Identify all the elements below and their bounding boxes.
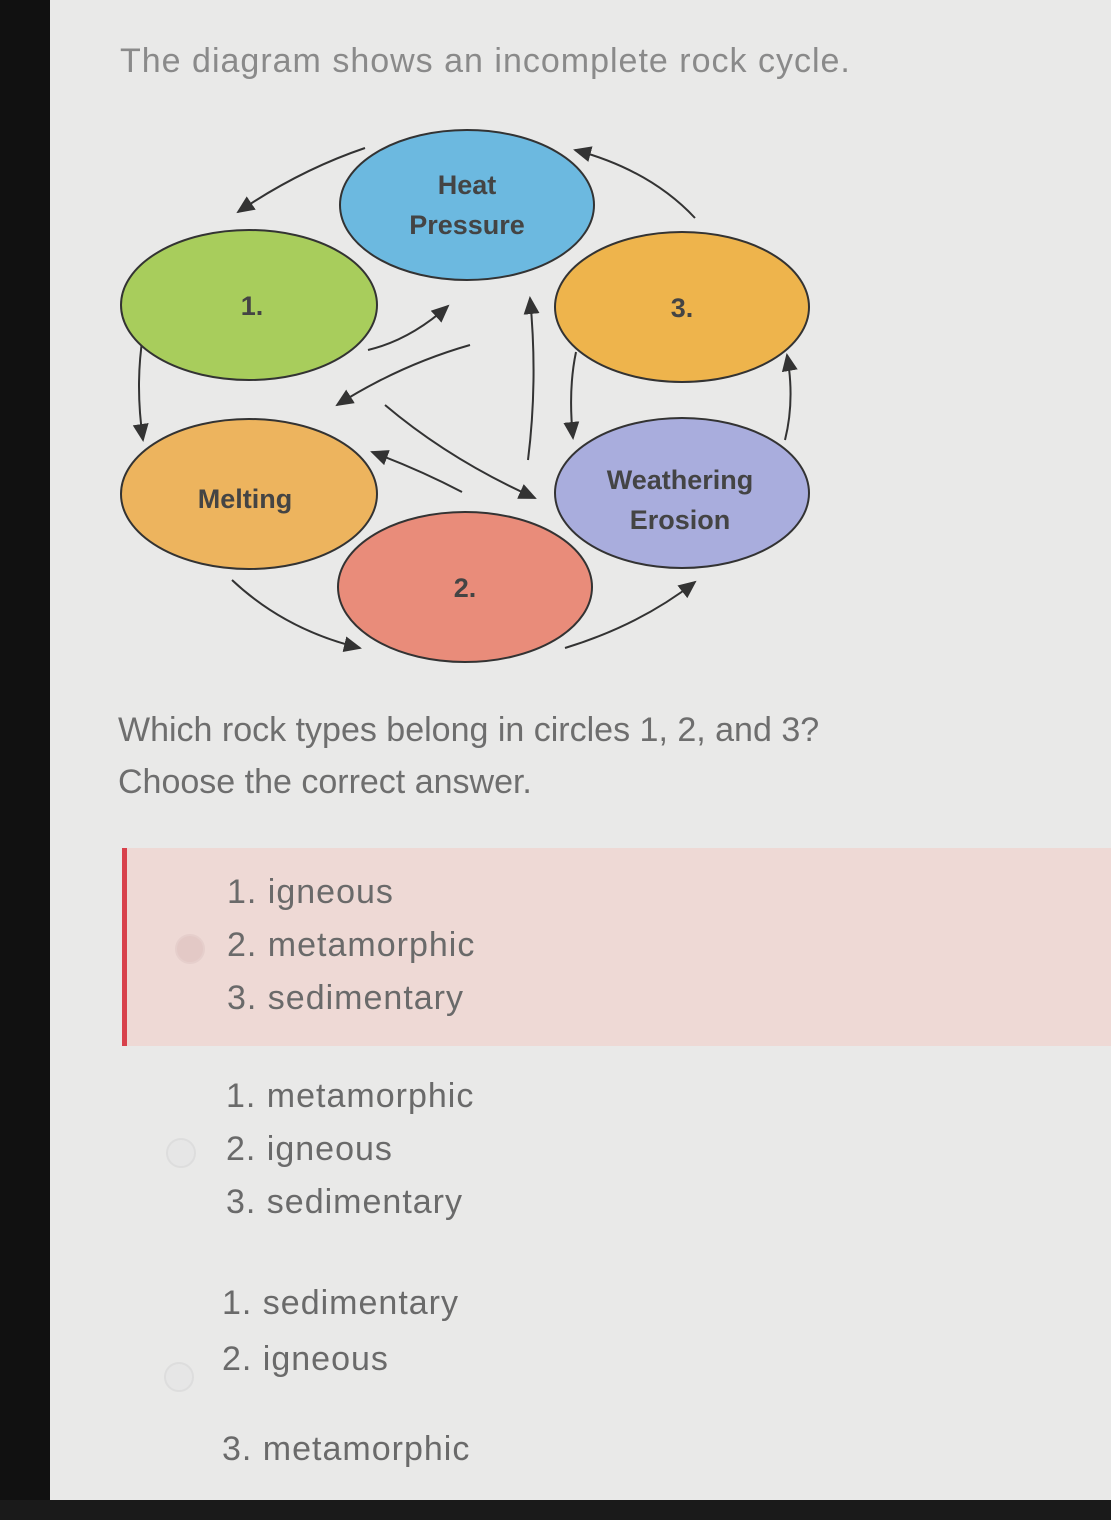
intro-text: The diagram shows an incomplete rock cyc…: [120, 42, 851, 80]
arrow: [563, 351, 580, 440]
arrow: [367, 304, 450, 351]
circle-2: [337, 511, 593, 663]
label-1: 1.: [241, 291, 264, 321]
arrow: [573, 146, 696, 219]
option-line: 1. metamorphic: [226, 1077, 475, 1115]
weathering-erosion-circle: [554, 417, 810, 569]
radio-button[interactable]: [166, 1138, 196, 1168]
answer-option-2[interactable]: 1. metamorphic 2. igneous 3. sedimentary: [122, 1060, 1111, 1250]
option-line: 3. sedimentary: [227, 979, 464, 1017]
option-line: 2. metamorphic: [227, 926, 476, 964]
arrow: [132, 334, 149, 442]
label-weathering: Weathering: [607, 465, 754, 495]
label-erosion: Erosion: [630, 505, 731, 535]
radio-button[interactable]: [164, 1362, 194, 1392]
option-line: 1. igneous: [227, 873, 394, 911]
circle-3: [554, 231, 810, 383]
option-line: 3. metamorphic: [222, 1430, 471, 1468]
label-melting: Melting: [198, 484, 293, 514]
label-2: 2.: [454, 573, 477, 603]
label-3: 3.: [671, 293, 694, 323]
arrow: [384, 404, 537, 499]
option-line: 2. igneous: [226, 1130, 393, 1168]
arrow: [335, 344, 471, 407]
screen-bezel: [0, 1500, 1111, 1520]
arrow: [236, 147, 366, 214]
arrow: [523, 296, 540, 461]
arrow: [231, 579, 362, 653]
option-line: 2. igneous: [222, 1340, 389, 1378]
answer-option-1[interactable]: 1. igneous 2. metamorphic 3. sedimentary: [122, 848, 1111, 1046]
radio-button[interactable]: [175, 934, 205, 964]
melting-circle: [120, 418, 378, 570]
question-text: Which rock types belong in circles 1, 2,…: [118, 704, 819, 808]
answer-option-3[interactable]: 1. sedimentary 2. igneous 3. metamorphic: [122, 1270, 1111, 1480]
label-heat: Heat: [438, 170, 497, 200]
question-line: Which rock types belong in circles 1, 2,…: [118, 711, 820, 749]
option-line: 3. sedimentary: [226, 1183, 463, 1221]
instruction-line: Choose the correct answer.: [118, 763, 532, 801]
rock-cycle-diagram: Heat Pressure 1. 3. Melting Weathering E…: [120, 129, 810, 663]
arrow: [370, 450, 463, 493]
heat-pressure-circle: [339, 129, 595, 281]
label-pressure: Pressure: [409, 210, 525, 240]
arrow: [564, 580, 697, 649]
arrow: [781, 353, 798, 441]
option-line: 1. sedimentary: [222, 1284, 459, 1322]
circle-1: [120, 229, 378, 381]
